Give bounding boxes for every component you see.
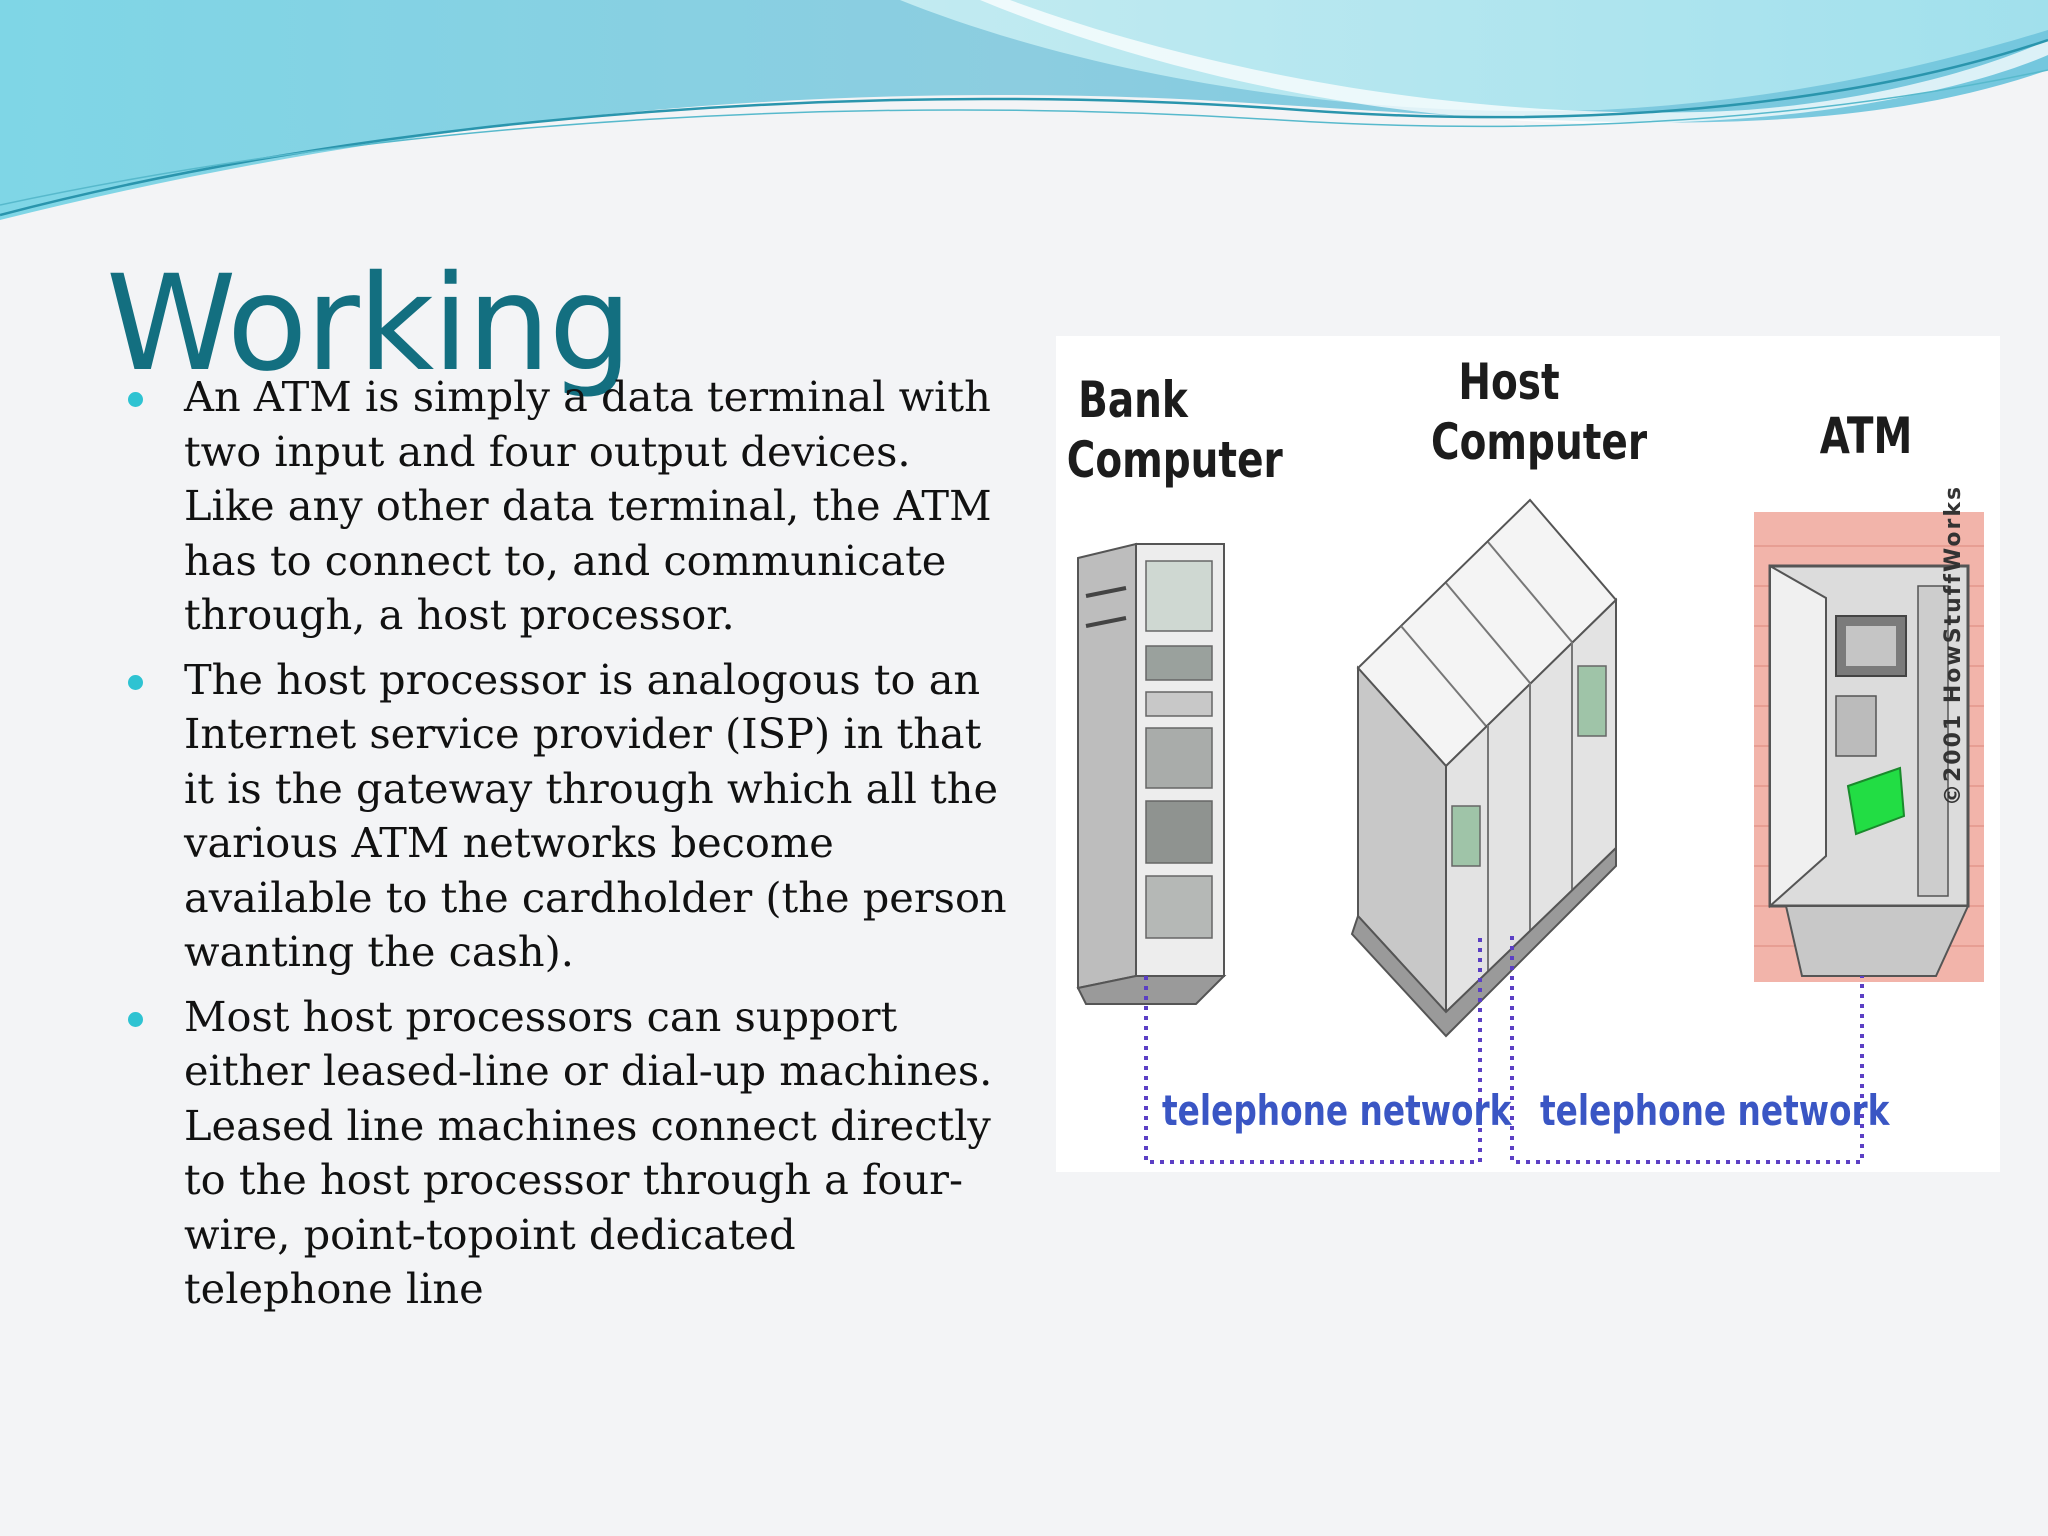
bullet-item: Most host processors can support either … [128,990,1008,1317]
bullet-text: An ATM is simply a data terminal with tw… [184,372,992,639]
telephone-network-label-1: telephone network [1162,1086,1512,1135]
host-computer-icon [1350,498,1618,1038]
bank-computer-label: Bank Computer [1066,371,1283,489]
telephone-network-label-2: telephone network [1540,1086,1890,1135]
bullet-item: The host processor is analogous to an In… [128,653,1008,980]
bullet-text: The host processor is analogous to an In… [184,654,1007,977]
bullet-item: An ATM is simply a data terminal with tw… [128,370,1008,643]
bullet-text: Most host processors can support either … [184,991,993,1314]
host-computer-label: Host Computer [1431,353,1648,471]
network-connector-lines [1144,936,1864,1164]
bullet-list: An ATM is simply a data terminal with tw… [128,370,1008,1327]
diagram-illustration [1076,498,1984,1164]
bullet-dot-icon [128,1011,143,1027]
bullet-dot-icon [128,392,143,407]
atm-machine-icon [1754,512,1984,982]
bullet-dot-icon [128,674,143,690]
copyright-text: ©2001 HowStuffWorks [1941,484,1966,806]
atm-network-diagram: Bank Computer Host Computer ATM telephon… [1056,336,2000,1172]
slide-title: Working [106,247,632,401]
atm-label: ATM [1819,407,1913,465]
header-wave-decoration [0,0,2048,220]
bank-computer-icon [1076,542,1227,1005]
